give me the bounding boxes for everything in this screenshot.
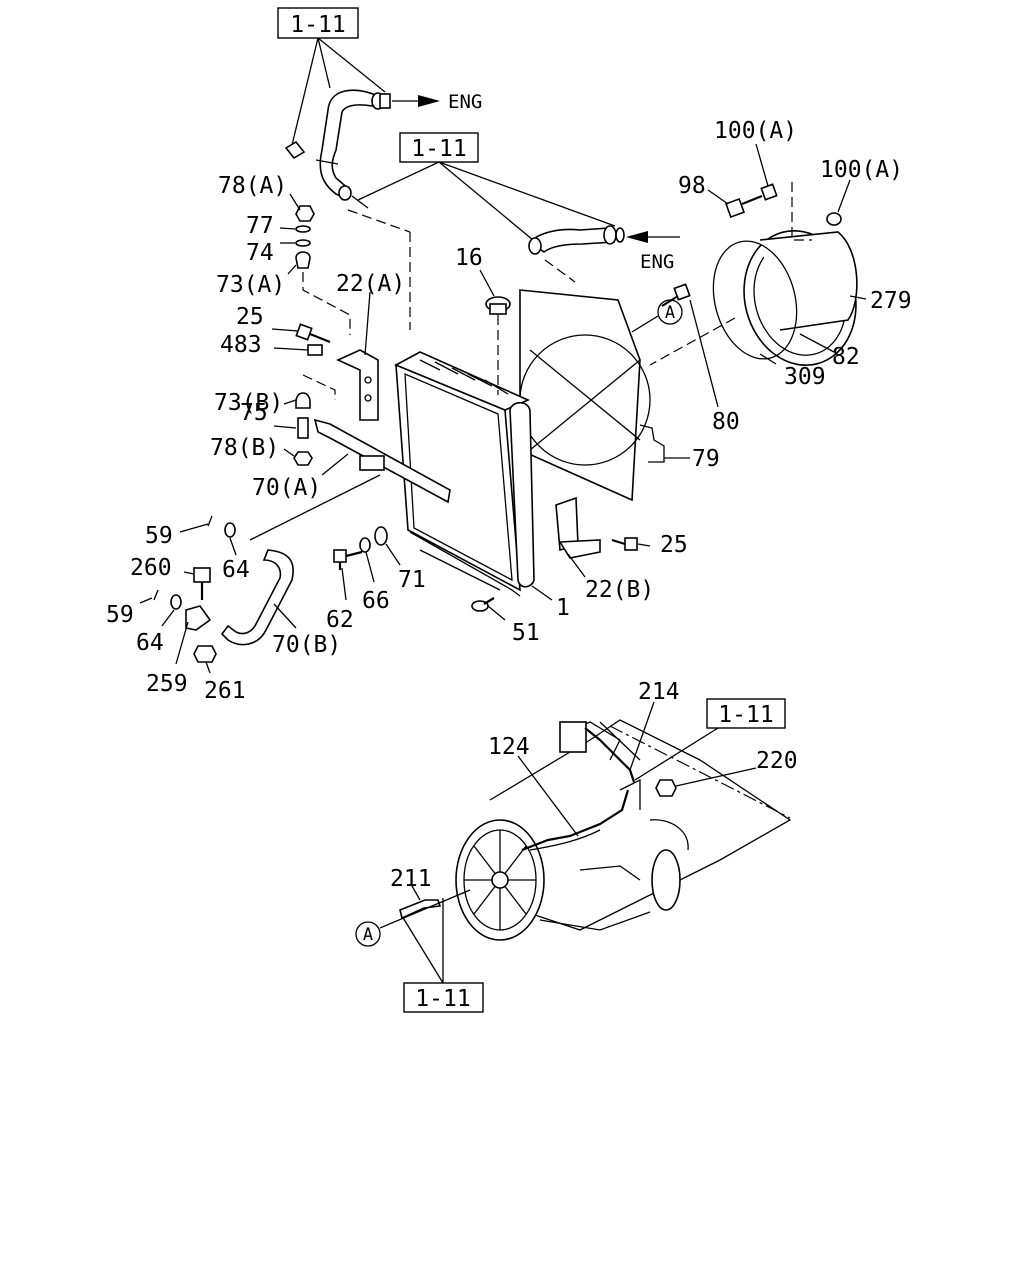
reference-box-bottom[interactable]: 1-11 xyxy=(403,982,484,1013)
label-279: 279 xyxy=(870,288,912,314)
engine-arrow-top-label: ENG xyxy=(448,91,482,113)
label-78a: 78(A) xyxy=(218,173,287,199)
washer-64-upper[interactable] xyxy=(224,522,236,538)
engine-arrow-top: ENG xyxy=(392,91,482,113)
label-25-left: 25 xyxy=(236,304,264,330)
upper-radiator-hose[interactable] xyxy=(284,89,391,209)
label-77: 77 xyxy=(246,213,274,239)
bracket-22b[interactable] xyxy=(555,496,601,559)
bolt-260[interactable] xyxy=(193,567,211,600)
label-260: 260 xyxy=(130,555,172,581)
nut-100a-right[interactable] xyxy=(826,212,842,226)
nut-220[interactable] xyxy=(655,779,677,797)
label-100a-upper: 100(A) xyxy=(714,118,797,144)
clip-59-upper[interactable] xyxy=(207,515,213,527)
fastener-stack-lower[interactable] xyxy=(293,392,313,466)
nut-261[interactable] xyxy=(193,645,217,663)
part-leaders xyxy=(139,143,867,901)
label-1: 1 xyxy=(556,595,570,621)
radiator-cap[interactable] xyxy=(485,296,511,395)
label-211: 211 xyxy=(390,866,432,892)
label-74: 74 xyxy=(246,240,274,266)
shroud-79[interactable] xyxy=(639,424,665,463)
label-64-lower: 64 xyxy=(136,630,164,656)
label-59-lower: 59 xyxy=(106,602,134,628)
label-73b: 73(B) xyxy=(214,390,283,416)
pipe-124[interactable] xyxy=(521,789,630,852)
label-82: 82 xyxy=(832,344,860,370)
clip-483[interactable] xyxy=(307,344,323,356)
reference-circle-a-lower[interactable]: A xyxy=(355,921,381,947)
label-70a: 70(A) xyxy=(252,475,321,501)
radiator-assembly[interactable] xyxy=(394,289,651,597)
label-51: 51 xyxy=(512,620,540,646)
bracket-259[interactable] xyxy=(185,605,212,631)
bolt-51[interactable] xyxy=(471,597,495,612)
fan-ring-assembly[interactable] xyxy=(649,218,871,378)
nut-100a-upper[interactable] xyxy=(760,183,778,201)
label-25-right: 25 xyxy=(660,532,688,558)
washer-66[interactable] xyxy=(359,537,371,553)
label-62: 62 xyxy=(326,607,354,633)
washer-64-lower[interactable] xyxy=(170,594,182,610)
top-tank-fins xyxy=(419,359,509,395)
label-220: 220 xyxy=(756,748,798,774)
label-78b: 78(B) xyxy=(210,435,279,461)
middle-radiator-hose[interactable] xyxy=(528,225,625,255)
reference-box-lower-right[interactable]: 1-11 xyxy=(706,698,786,729)
reference-box-middle[interactable]: 1-11 xyxy=(399,132,479,163)
label-309: 309 xyxy=(784,364,826,390)
bolt-62[interactable] xyxy=(333,549,363,570)
label-22b: 22(B) xyxy=(585,577,654,603)
clip-59-lower[interactable] xyxy=(153,589,159,601)
overflow-hose-70b[interactable] xyxy=(220,549,294,646)
label-64-upper: 64 xyxy=(222,557,250,583)
label-75: 75 xyxy=(240,400,268,426)
reference-box-bottom-label: 1-11 xyxy=(415,986,470,1012)
rubber-mount-71[interactable] xyxy=(374,526,388,546)
stay-70a[interactable] xyxy=(313,418,451,504)
reference-box-top-label: 1-11 xyxy=(290,12,345,38)
reference-leaders xyxy=(291,37,719,984)
hose-211[interactable] xyxy=(399,899,442,920)
label-79: 79 xyxy=(692,446,720,472)
fastener-stack-upper[interactable] xyxy=(295,205,315,269)
reference-box-top[interactable]: 1-11 xyxy=(277,7,359,39)
label-71: 71 xyxy=(398,567,426,593)
bolt-25-left[interactable] xyxy=(295,323,331,344)
label-66: 66 xyxy=(362,588,390,614)
label-98: 98 xyxy=(678,173,706,199)
bolt-25-right[interactable] xyxy=(611,537,638,551)
reference-circle-a-upper[interactable]: A xyxy=(657,299,683,325)
label-483: 483 xyxy=(220,332,262,358)
label-124: 124 xyxy=(488,734,530,760)
label-22a: 22(A) xyxy=(336,271,405,297)
label-16: 16 xyxy=(455,245,483,271)
reference-box-lower-right-label: 1-11 xyxy=(718,702,773,728)
reference-box-middle-label: 1-11 xyxy=(411,136,466,162)
label-80: 80 xyxy=(712,409,740,435)
engine-arrow-middle-label: ENG xyxy=(640,251,674,273)
label-214: 214 xyxy=(638,679,680,705)
bolt-98[interactable] xyxy=(725,194,763,218)
label-259: 259 xyxy=(146,671,188,697)
reference-circle-a-lower-label: A xyxy=(363,925,373,945)
bracket-22a[interactable] xyxy=(336,349,379,421)
label-70b: 70(B) xyxy=(272,632,341,658)
label-59-upper: 59 xyxy=(145,523,173,549)
bolt-80[interactable] xyxy=(661,283,691,307)
pipe-214[interactable] xyxy=(584,727,636,783)
part-labels: 78(A) 77 74 73(A) 22(A) 25 483 73(B) 75 … xyxy=(106,118,912,892)
reference-circle-a-upper-label: A xyxy=(665,303,675,323)
label-73a: 73(A) xyxy=(216,272,285,298)
engine-arrow-middle: ENG xyxy=(626,231,680,273)
label-100a-right: 100(A) xyxy=(820,157,903,183)
label-261: 261 xyxy=(204,678,246,704)
